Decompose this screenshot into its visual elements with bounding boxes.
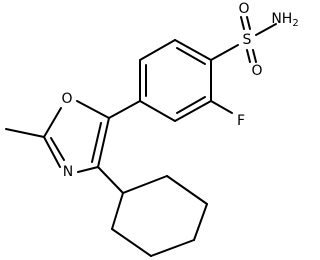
- bond: [122, 175, 168, 194]
- benzene-ring: [139, 39, 212, 122]
- bond-c2-n: [43, 136, 61, 168]
- sulfur-atom: S: [243, 32, 252, 48]
- amine-group: NH2: [271, 11, 298, 29]
- structural-formula: S O O NH2 F O N: [5, 1, 299, 257]
- bond: [174, 39, 212, 61]
- sulfonamide-group: S O O NH2: [210, 1, 299, 79]
- bond: [139, 100, 176, 122]
- bond-methyl: [5, 128, 45, 138]
- cyclohexyl-group: [97, 166, 208, 257]
- bond: [166, 175, 208, 205]
- bond-c4-cyclohexyl: [97, 166, 124, 194]
- bond-s-o-top-b: [246, 16, 251, 30]
- fluorine-atom: F: [237, 113, 245, 129]
- bond-s-n: [255, 23, 277, 36]
- bond: [111, 192, 124, 230]
- oxazole-ring: O N: [43, 91, 110, 180]
- bond-s-o-bottom-a: [246, 49, 251, 63]
- bond-o-c2: [43, 107, 62, 138]
- bond-c-f: [210, 100, 233, 114]
- oxygen-atom-top: O: [238, 1, 249, 17]
- bond-c-s: [210, 44, 239, 61]
- bond: [111, 228, 152, 257]
- bond-c4-c5: [97, 117, 110, 168]
- bond: [150, 239, 195, 257]
- double-bond-inner: [176, 47, 206, 65]
- bond-s-o-top-a: [240, 16, 245, 30]
- bond: [139, 39, 176, 61]
- bond-c2-n-inner: [50, 137, 65, 161]
- bond-c5-o: [76, 100, 110, 119]
- bond-aryl-oxazole: [108, 100, 141, 119]
- fluoro-substituent: F: [210, 100, 245, 129]
- oxygen-atom-bottom: O: [251, 63, 262, 79]
- bond: [174, 100, 212, 122]
- oxygen-atom-ring: O: [61, 91, 72, 107]
- bond: [193, 203, 208, 241]
- bond-s-o-bottom-b: [252, 49, 257, 63]
- subscript-2: 2: [292, 18, 298, 29]
- nitrogen-atom: N: [63, 164, 73, 180]
- bond-c4-c5-inner: [91, 122, 102, 163]
- double-bond-inner: [176, 96, 206, 114]
- bond-n-c4: [77, 166, 99, 173]
